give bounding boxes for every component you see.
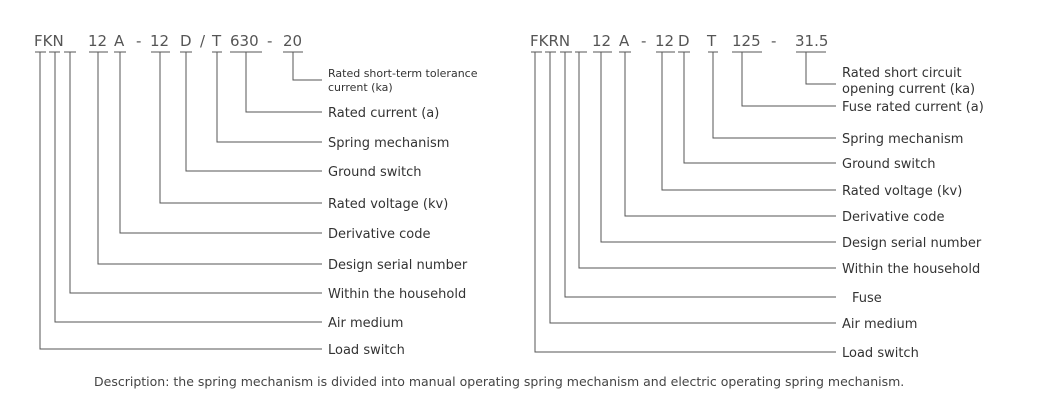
leader-line (600, 52, 836, 243)
label-air-medium: Air medium (842, 317, 917, 332)
label-fuse: Fuse (852, 291, 882, 306)
leader-line (54, 52, 322, 323)
leader-line (578, 52, 836, 269)
leader-line (39, 52, 322, 350)
fkn-code-string: FKN 12 A - 12 D / T 630 - 20 (34, 32, 302, 50)
code-token: - (641, 32, 646, 50)
leader-line (119, 52, 322, 234)
code-token: FKN (34, 32, 64, 50)
code-token: T (706, 32, 717, 50)
leader-line (712, 52, 836, 139)
fkrn-leaders (534, 52, 836, 353)
code-token: FKRN (530, 32, 570, 50)
leader-line (564, 52, 836, 298)
fkn-diagram: FKN 12 A - 12 D / T 630 - 20 (34, 32, 481, 358)
label-load-switch: Load switch (328, 343, 405, 358)
code-token: - (267, 32, 272, 50)
leader-line (624, 52, 836, 217)
code-token: D (180, 32, 192, 50)
description-note: Description: the spring mechanism is div… (94, 374, 904, 389)
label-derivative-code: Derivative code (328, 227, 431, 242)
leader-line (292, 52, 322, 81)
leader-line (185, 52, 322, 172)
leader-line (683, 52, 836, 164)
code-token: 31.5 (795, 32, 828, 50)
code-token: A (114, 32, 125, 50)
leader-line (661, 52, 836, 191)
label-rated-voltage: Rated voltage (kv) (842, 184, 962, 199)
label-derivative-code: Derivative code (842, 210, 945, 225)
code-token: 630 (230, 32, 259, 50)
label-design-serial-number: Design serial number (842, 236, 982, 251)
leader-line (805, 52, 836, 85)
label-within-the-household: Within the household (328, 287, 466, 302)
code-token: - (136, 32, 141, 50)
code-token: 125 (732, 32, 761, 50)
code-token: 12 (150, 32, 169, 50)
code-token: 12 (88, 32, 107, 50)
leader-line (69, 52, 322, 294)
code-token: / (200, 32, 206, 50)
label-rated-voltage: Rated voltage (kv) (328, 197, 448, 212)
code-token: D (678, 32, 690, 50)
label-within-the-household: Within the household (842, 262, 980, 277)
leader-line (741, 52, 836, 107)
fkrn-code-string: FKRN 12 A - 12 D T 125 - 31.5 (530, 32, 828, 50)
label-ground-switch: Ground switch (328, 165, 421, 180)
code-token: - (771, 32, 776, 50)
label-rated-current: Rated current (a) (328, 106, 439, 121)
label-rated-short-term-tolerance-current: Rated short-term tolerance current (ka) (328, 67, 481, 94)
label-spring-mechanism: Spring mechanism (842, 132, 963, 147)
code-token: A (619, 32, 630, 50)
code-token: 20 (283, 32, 302, 50)
leader-line (245, 52, 322, 113)
code-token: 12 (655, 32, 674, 50)
label-fuse-rated-current: Fuse rated current (a) (842, 100, 984, 115)
leader-line (216, 52, 322, 143)
fkn-labels: Rated short-term tolerance current (ka) … (328, 67, 481, 358)
label-design-serial-number: Design serial number (328, 258, 468, 273)
leader-line (97, 52, 322, 265)
fkrn-labels: Rated short circuit opening current (ka)… (842, 66, 984, 361)
label-load-switch: Load switch (842, 346, 919, 361)
fkn-leaders (39, 52, 322, 350)
fkrn-diagram: FKRN 12 A - 12 D T 125 - 31.5 (530, 32, 984, 361)
label-ground-switch: Ground switch (842, 157, 935, 172)
code-token: T (211, 32, 222, 50)
leader-line (534, 52, 836, 353)
code-token: 12 (592, 32, 611, 50)
label-spring-mechanism: Spring mechanism (328, 136, 449, 151)
leader-line (549, 52, 836, 324)
leader-line (159, 52, 322, 204)
label-rated-short-circuit-opening-current: Rated short circuit opening current (ka) (842, 66, 975, 97)
label-air-medium: Air medium (328, 316, 403, 331)
